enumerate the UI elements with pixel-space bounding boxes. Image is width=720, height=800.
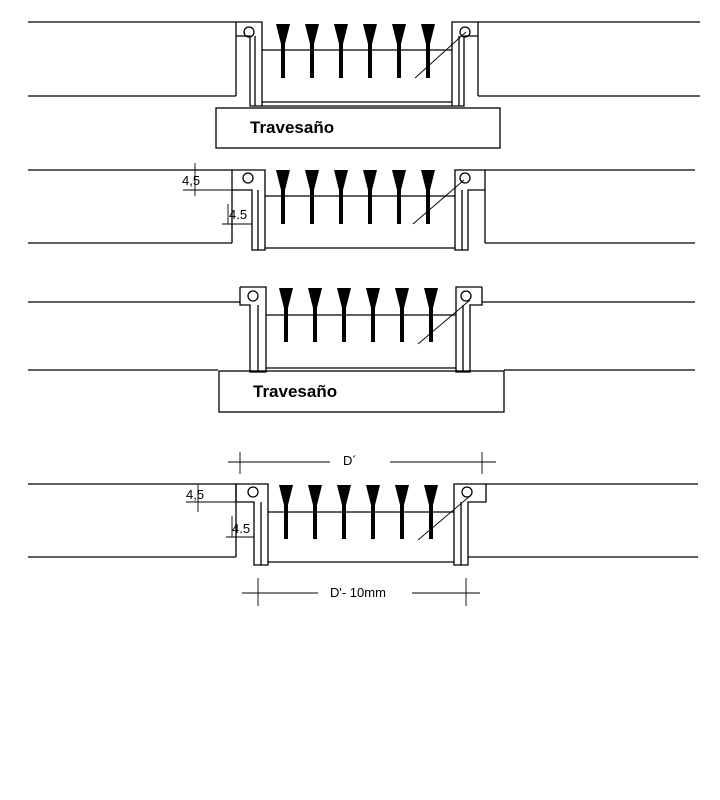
grille-blades [279, 485, 438, 539]
dimension-marks [183, 163, 252, 225]
left-frame-profile [236, 21, 263, 107]
crossbar-label: Travesaño [253, 382, 337, 401]
detail-1-with-crossbar: Travesaño [28, 21, 700, 149]
dimension-offset-label: 4,5 [182, 173, 200, 188]
left-panel [28, 301, 240, 371]
left-frame-profile [239, 286, 267, 373]
inner-width-label: D'- 10mm [330, 585, 386, 600]
dimension-offset-label: 4,5 [186, 487, 204, 502]
right-frame-profile [455, 286, 483, 373]
left-panel [28, 21, 237, 97]
crossbar-label: Travesaño [250, 118, 334, 137]
grille-blades [276, 24, 435, 78]
detail-2-flush: 4,5 4.5 [28, 163, 695, 251]
crossbar [215, 107, 501, 149]
detail-3-with-crossbar: Travesaño [28, 286, 695, 413]
outer-width-label: D´ [343, 453, 357, 468]
right-panel [484, 169, 695, 244]
grille-body [268, 495, 471, 563]
left-panel [28, 483, 237, 558]
grille-blades [279, 288, 438, 342]
dimension-marks [186, 484, 254, 538]
grille-body [266, 299, 471, 369]
right-panel [477, 21, 700, 97]
dimension-depth-label: 4.5 [232, 521, 250, 536]
right-panel [482, 301, 695, 371]
right-panel [468, 483, 698, 558]
right-frame-profile [451, 21, 478, 107]
grille-blades [276, 170, 435, 224]
dimension-depth-label: 4.5 [229, 207, 247, 222]
grille-body [262, 31, 467, 107]
right-frame-profile [453, 483, 487, 566]
detail-4-dimensioned: D´ D'- 10mm 4,5 4.5 [28, 452, 698, 606]
crossbar [218, 370, 505, 413]
outer-width-dimension [228, 452, 496, 474]
right-frame-profile [454, 169, 485, 251]
inner-width-dimension [242, 578, 480, 606]
left-frame-profile [232, 169, 266, 251]
grille-body [265, 179, 465, 249]
left-panel [28, 169, 233, 244]
